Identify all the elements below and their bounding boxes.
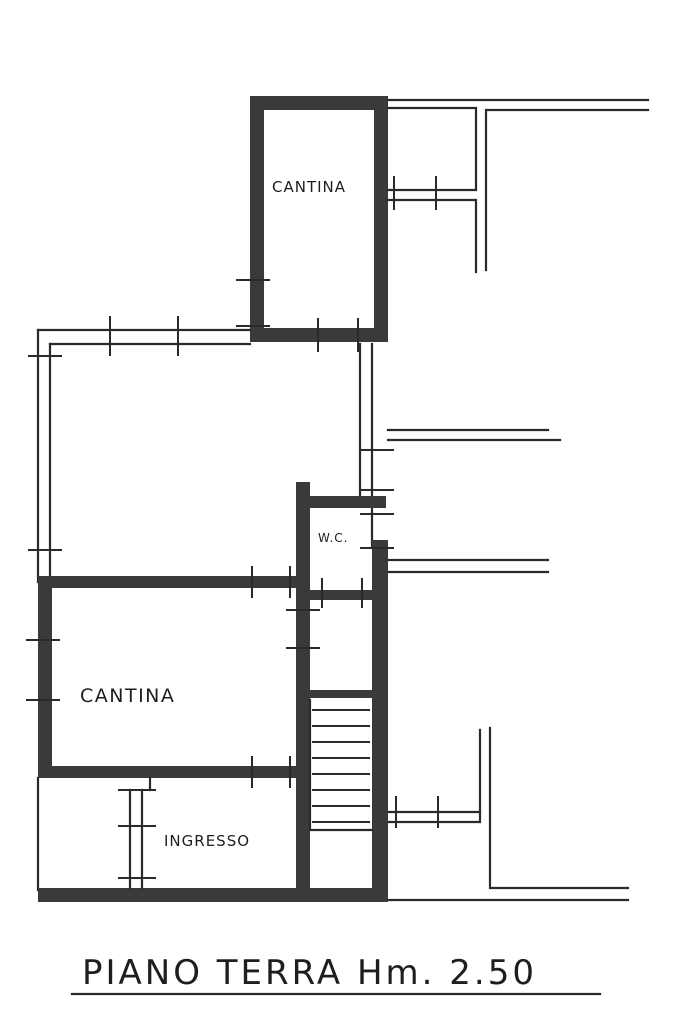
room-label-cantina-bottom: CANTINA bbox=[80, 685, 175, 707]
upper-cantina-walls bbox=[250, 96, 388, 342]
main-room-walls bbox=[36, 328, 374, 584]
entrance-walls bbox=[36, 776, 388, 902]
plan-caption: PIANO TERRA Hm. 2.50 bbox=[82, 953, 537, 993]
room-label-cantina-top: CANTINA bbox=[272, 178, 346, 196]
room-label-ingresso: INGRESSO bbox=[164, 832, 250, 850]
wc-walls bbox=[296, 482, 388, 902]
window-ticks bbox=[26, 176, 439, 879]
lower-cantina-walls bbox=[38, 576, 300, 778]
staircase bbox=[308, 690, 376, 832]
room-label-wc: W.C. bbox=[318, 531, 349, 545]
adjacent-building-lines bbox=[386, 98, 650, 902]
